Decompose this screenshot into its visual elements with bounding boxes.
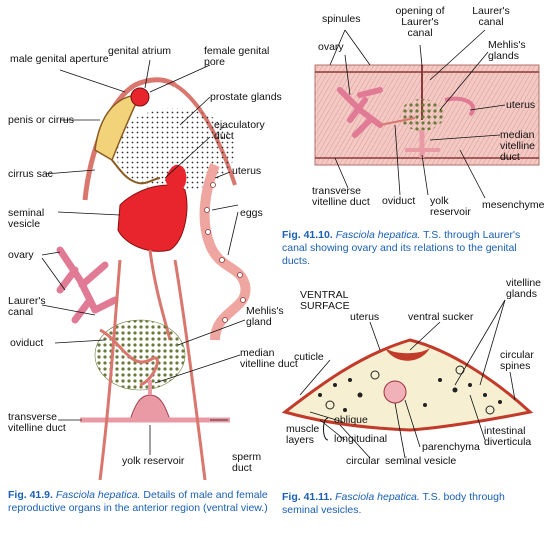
label-oblique: oblique (334, 414, 368, 426)
sperm-duct-left (98, 259, 122, 481)
label-eggs: eggs (240, 207, 263, 219)
sperm-duct-right (173, 259, 207, 481)
caption-fig-41-11-number: Fig. 41.11. (282, 491, 333, 503)
fig2-leaders (329, 29, 506, 199)
label-median-vitelline-duct: median vitelline duct (240, 347, 298, 370)
oviduct-shape (99, 328, 159, 387)
yolk-reservoir-shape (129, 394, 171, 421)
label-fig2-laurers-canal: Laurer's canal (472, 5, 510, 28)
vitelline-glands-shape (318, 378, 502, 412)
label-yolk-reservoir: yolk reservoir (122, 455, 185, 467)
seminal-vesicle-shape (117, 184, 188, 252)
label-laurers-canal: Laurer's canal (8, 295, 46, 318)
label-mesenchyme: mesenchyme (482, 199, 545, 211)
muscle-layers-bracket (323, 417, 329, 441)
ventral-sucker-shape (385, 348, 430, 361)
label-opening-laurers-canal: opening of Laurer's canal (395, 5, 445, 39)
label-prostate-glands: prostate glands (210, 91, 282, 103)
caption-fig-41-9-text: Details of male and female reproductive … (8, 489, 268, 514)
caption-fig-41-11-text: T.S. body through seminal vesicles. (282, 491, 505, 516)
caption-fig-41-11: Fig. 41.11. Fasciola hepatica. T.S. body… (282, 491, 542, 517)
label-circular-spines: circular spines (500, 349, 534, 372)
label-vitelline-glands: vitelline glands (506, 277, 542, 300)
eggs-shape (204, 182, 246, 323)
label-mehliss-glands: Mehlis's glands (488, 39, 526, 62)
label-ovary: ovary (8, 249, 34, 261)
label-fig2-yolk-reservoir: yolk reservoir (430, 195, 471, 218)
label-ventral-sucker: ventral sucker (408, 311, 474, 323)
prostate-glands-shape (115, 108, 235, 192)
fig1-drawing (41, 59, 251, 481)
caption-fig-41-9: Fig. 41.9. Fasciola hepatica. Details of… (8, 489, 270, 515)
caption-fig-41-10: Fig. 41.10. Fasciola hepatica. T.S. thro… (282, 229, 542, 268)
label-fig2-transverse-vitelline-duct: transverse vitelline duct (312, 185, 370, 208)
genital-atrium-shape (130, 87, 150, 107)
caption-fig-41-10-number: Fig. 41.10. (282, 229, 333, 241)
label-fig2-oviduct: oviduct (382, 195, 416, 207)
label-female-genital-pore: female genital pore (204, 45, 270, 68)
label-penis-or-cirrus: penis or cirrus (8, 114, 74, 126)
fig1-leaders (41, 59, 246, 455)
fig2-ovary-shape (337, 87, 383, 138)
intestinal-diverticula-shape (325, 365, 495, 415)
seminal-vesicle-top (165, 164, 187, 195)
ovary-shape (56, 246, 119, 324)
label-spinules: spinules (322, 13, 361, 25)
fig2-uterus-shape (444, 96, 476, 117)
fig2-drawing (314, 29, 540, 199)
caption-fig-41-11-species: Fasciola hepatica. (335, 491, 420, 503)
label-uterus: uterus (232, 165, 262, 177)
seminal-vesicle-section (383, 380, 407, 404)
label-muscle-layers: muscle layers (286, 423, 320, 446)
ejaculatory-duct-shape (111, 159, 161, 185)
label-transverse-vitelline-duct: transverse vitelline duct (8, 411, 66, 434)
label-male-genital-aperture: male genital aperture (10, 53, 109, 65)
label-parenchyma: parenchyma (422, 441, 480, 453)
label-cirrus-sac: cirrus sac (8, 168, 53, 180)
label-circular: circular (346, 455, 380, 467)
label-oviduct: oviduct (10, 337, 44, 349)
fig3-leaders (299, 299, 516, 459)
label-fig2-uterus: uterus (506, 99, 536, 111)
caption-fig-41-9-species: Fasciola hepatica. (55, 489, 141, 501)
fig2-mehlis-shape (400, 99, 444, 131)
uterus-shape (199, 163, 251, 341)
label-genital-atrium: genital atrium (108, 45, 172, 57)
fig3-drawing (281, 299, 534, 459)
label-cuticle: cuticle (294, 351, 324, 363)
label-fig3-uterus: uterus (350, 311, 380, 323)
label-longitudinal: longitudinal (334, 433, 388, 445)
label-intestinal-diverticula: intestinal diverticula (484, 425, 532, 448)
caption-fig-41-10-text: T.S. through Laurer's canal showing ovar… (282, 229, 521, 267)
caption-fig-41-10-species: Fasciola hepatica. (335, 229, 421, 241)
label-fig2-median-vitelline-duct: median vitelline duct (500, 129, 536, 163)
caption-fig-41-9-number: Fig. 41.9. (8, 489, 53, 501)
label-fig2-ovary: ovary (318, 41, 344, 53)
label-ejaculatory-duct: ejaculatory duct (214, 119, 265, 142)
label-sperm-duct: sperm duct (232, 451, 262, 474)
fig2-oviduct-shape (379, 117, 416, 126)
body-section-shape (281, 338, 534, 432)
label-mehliss-gland: Mehlis's gland (246, 305, 284, 328)
label-ventral-surface: VENTRAL SURFACE (300, 289, 350, 312)
label-seminal-vesicle: seminal vesicle (8, 207, 45, 230)
mehlis-gland-shape (94, 319, 186, 391)
label-fig3-seminal-vesicle: seminal vesicle (385, 455, 457, 467)
cirrus-sac-outline (82, 77, 177, 201)
